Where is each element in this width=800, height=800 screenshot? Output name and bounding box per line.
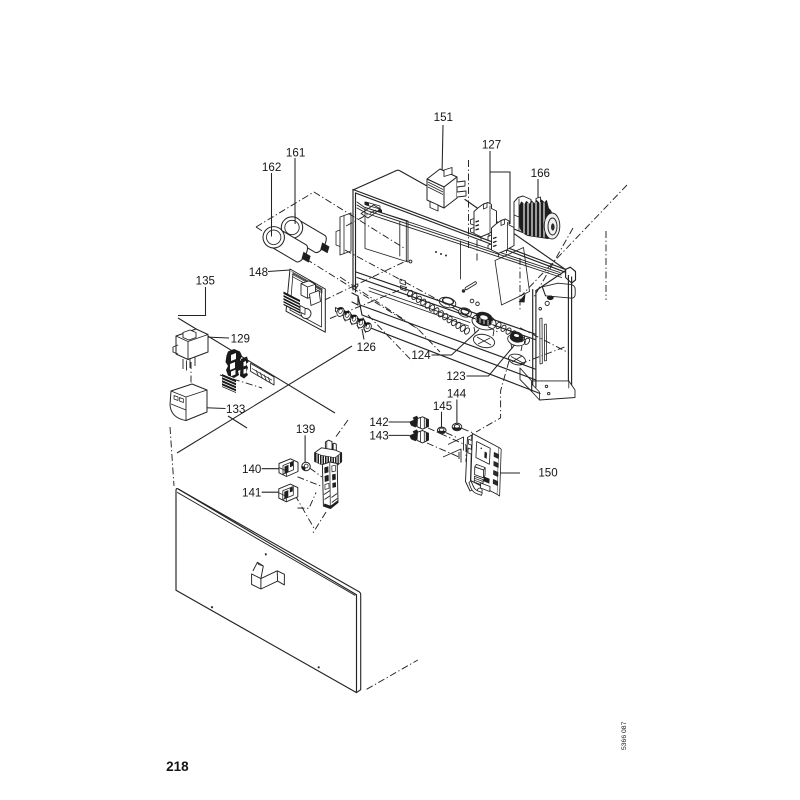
svg-text:151: 151 <box>434 111 453 124</box>
svg-text:123: 123 <box>446 370 465 383</box>
svg-text:141: 141 <box>242 487 261 500</box>
svg-text:135: 135 <box>196 274 215 287</box>
svg-text:143: 143 <box>369 429 388 442</box>
svg-text:133: 133 <box>226 403 245 416</box>
svg-text:150: 150 <box>538 467 557 480</box>
svg-text:145: 145 <box>433 400 452 413</box>
svg-text:127: 127 <box>482 139 501 152</box>
svg-text:142: 142 <box>369 416 388 429</box>
svg-text:140: 140 <box>242 463 261 476</box>
svg-text:161: 161 <box>286 146 305 159</box>
svg-text:144: 144 <box>447 387 467 400</box>
svg-text:5366 087: 5366 087 <box>621 721 628 750</box>
svg-text:124: 124 <box>411 349 431 362</box>
svg-text:166: 166 <box>531 167 550 180</box>
svg-text:139: 139 <box>296 423 315 436</box>
svg-text:148: 148 <box>249 266 268 279</box>
svg-text:162: 162 <box>262 161 281 174</box>
svg-text:129: 129 <box>231 332 250 345</box>
svg-text:218: 218 <box>166 759 189 774</box>
svg-text:126: 126 <box>357 341 376 354</box>
